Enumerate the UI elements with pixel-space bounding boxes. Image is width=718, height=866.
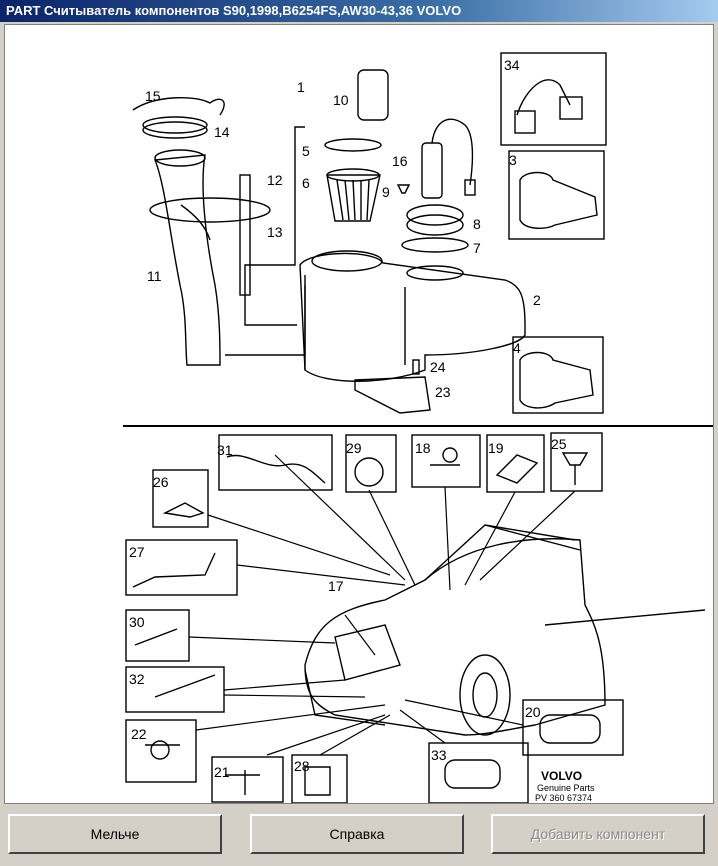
- volvo-brand-text: VOLVO: [541, 769, 582, 783]
- callout-25[interactable]: 25: [551, 436, 567, 452]
- callout-34[interactable]: 34: [504, 57, 520, 73]
- callout-19[interactable]: 19: [488, 440, 504, 456]
- callout-16[interactable]: 16: [392, 153, 408, 169]
- callout-10[interactable]: 10: [333, 92, 349, 108]
- callout-14[interactable]: 14: [214, 124, 230, 140]
- callout-4[interactable]: 4: [513, 340, 521, 356]
- callout-7[interactable]: 7: [473, 240, 481, 256]
- callout-24[interactable]: 24: [430, 359, 446, 375]
- genuine-parts-text: Genuine Parts: [537, 783, 595, 793]
- callout-8[interactable]: 8: [473, 216, 481, 232]
- callout-17[interactable]: 17: [328, 578, 344, 594]
- callout-23[interactable]: 23: [435, 384, 451, 400]
- callout-22[interactable]: 22: [131, 726, 147, 742]
- callout-27[interactable]: 27: [129, 544, 145, 560]
- callout-5[interactable]: 5: [302, 143, 310, 159]
- callout-1[interactable]: 1: [297, 79, 305, 95]
- parts-diagram[interactable]: 1 2 3 4 5 6 7 8 9 10 11 12 13 14 15 16 1…: [4, 24, 714, 804]
- callout-13[interactable]: 13: [267, 224, 283, 240]
- callout-33[interactable]: 33: [431, 747, 447, 763]
- callout-30[interactable]: 30: [129, 614, 145, 630]
- callout-21[interactable]: 21: [214, 764, 230, 780]
- callout-6[interactable]: 6: [302, 175, 310, 191]
- callout-2[interactable]: 2: [533, 292, 541, 308]
- callout-28[interactable]: 28: [294, 758, 310, 774]
- callout-32[interactable]: 32: [129, 671, 145, 687]
- callout-31[interactable]: 31: [217, 442, 233, 458]
- callout-3[interactable]: 3: [509, 152, 517, 168]
- smaller-button[interactable]: Мельче: [8, 814, 222, 854]
- help-button[interactable]: Справка: [250, 814, 464, 854]
- callout-15[interactable]: 15: [145, 88, 161, 104]
- button-bar: Мельче Справка Добавить компонент: [0, 806, 718, 866]
- window-title: PART Считыватель компонентов S90,1998,B6…: [0, 0, 718, 22]
- callout-18[interactable]: 18: [415, 440, 431, 456]
- callout-26[interactable]: 26: [153, 474, 169, 490]
- callout-11[interactable]: 11: [147, 268, 162, 284]
- callout-20[interactable]: 20: [525, 704, 541, 720]
- callout-29[interactable]: 29: [346, 440, 362, 456]
- parts-diagram-svg: 1 2 3 4 5 6 7 8 9 10 11 12 13 14 15 16 1…: [123, 52, 713, 803]
- callout-12[interactable]: 12: [267, 172, 283, 188]
- callout-9[interactable]: 9: [382, 184, 390, 200]
- part-code-text: PV 360 67374: [535, 793, 592, 803]
- add-component-button: Добавить компонент: [491, 814, 705, 854]
